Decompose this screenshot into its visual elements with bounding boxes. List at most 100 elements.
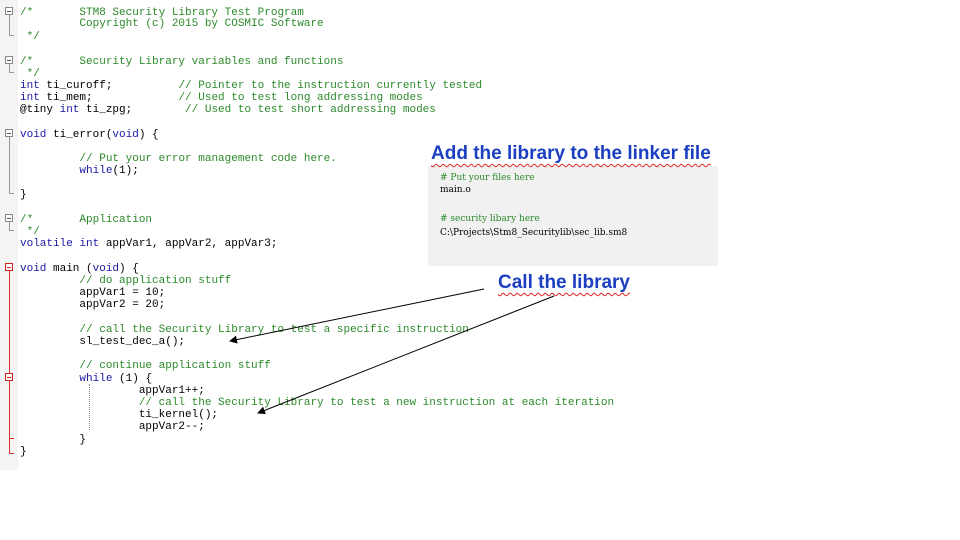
annotation-linker-title: Add the library to the linker file — [431, 143, 711, 164]
fold-end — [9, 453, 14, 454]
code-token: main ( — [46, 263, 93, 275]
code-line[interactable]: Copyright (c) 2015 by COSMIC Software — [20, 18, 324, 30]
code-comment: // do application stuff — [79, 275, 232, 287]
code-line[interactable]: // do application stuff — [20, 275, 231, 287]
code-token: ti_zpg; — [79, 104, 186, 116]
fold-line — [9, 15, 10, 35]
code-line[interactable]: ti_kernel(); — [20, 409, 218, 421]
code-line[interactable]: int ti_mem; // Used to test long address… — [20, 92, 423, 104]
code-line[interactable]: /* Application — [20, 214, 152, 226]
code-token: ti_curoff; — [39, 80, 179, 92]
code-line[interactable]: while(1); — [20, 165, 139, 177]
code-token: appVar2--; — [20, 421, 205, 433]
code-line[interactable]: } — [20, 434, 86, 446]
code-keyword: volatile int — [20, 238, 100, 250]
fold-end — [9, 438, 14, 439]
linker-comment: # security libary here — [440, 214, 540, 224]
code-comment: // call the Security Library to test a s… — [79, 324, 469, 336]
linker-entry: main.o — [440, 185, 471, 195]
code-token: (1) { — [112, 373, 153, 385]
fold-line — [9, 271, 10, 453]
code-keyword: int — [20, 80, 40, 92]
code-line[interactable]: volatile int appVar1, appVar2, appVar3; — [20, 238, 277, 250]
code-comment: // call the Security Library to test a n… — [138, 397, 615, 409]
code-comment: /* Security Library variables and functi… — [20, 56, 344, 68]
code-line[interactable]: void ti_error(void) { — [20, 129, 159, 141]
code-line[interactable]: int ti_curoff; // Pointer to the instruc… — [20, 80, 482, 92]
code-token: ti_error( — [46, 129, 113, 141]
code-line[interactable]: */ — [20, 68, 40, 80]
code-line[interactable]: // Put your error management code here. — [20, 153, 337, 165]
fold-toggle-icon[interactable] — [5, 263, 13, 271]
code-line[interactable]: } — [20, 446, 27, 458]
code-line[interactable]: */ — [20, 31, 40, 43]
code-line[interactable]: */ — [20, 226, 40, 238]
code-token: ) { — [119, 263, 139, 275]
fold-line — [9, 64, 10, 72]
code-line[interactable]: while (1) { — [20, 373, 152, 385]
code-comment: */ — [20, 226, 40, 238]
code-keyword: void — [20, 129, 47, 141]
code-line[interactable]: void main (void) { — [20, 263, 139, 275]
fold-end — [9, 193, 14, 194]
code-token: } — [20, 189, 27, 201]
fold-toggle-icon[interactable] — [5, 373, 13, 381]
code-line[interactable]: appVar1++; — [20, 385, 205, 397]
code-token: appVar2 = 20; — [20, 299, 166, 311]
linker-file-panel: # Put your files here main.o # security … — [428, 166, 718, 266]
code-comment: */ — [20, 68, 40, 80]
code-comment: /* Application — [20, 214, 153, 226]
code-token: (1); — [112, 165, 139, 177]
code-line[interactable]: // call the Security Library to test a n… — [20, 397, 614, 409]
fold-gutter — [0, 0, 18, 470]
linker-comment: # Put your files here — [440, 173, 535, 183]
code-comment: // Used to test short addressing modes — [185, 104, 436, 116]
code-token: } — [20, 434, 87, 446]
linker-entry: C:\Projects\Stm8_Securitylib\sec_lib.sm8 — [440, 228, 628, 238]
indent-guide — [89, 384, 90, 430]
code-comment: // Pointer to the instruction currently … — [178, 80, 483, 92]
code-line[interactable]: @tiny int ti_zpg; // Used to test short … — [20, 104, 436, 116]
code-token: appVar1, appVar2, appVar3; — [99, 238, 278, 250]
code-line[interactable]: } — [20, 189, 27, 201]
code-line[interactable]: /* STM8 Security Library Test Program — [20, 7, 304, 19]
code-keyword: void — [112, 129, 139, 141]
code-line[interactable]: // continue application stuff — [20, 360, 271, 372]
code-editor[interactable]: /* STM8 Security Library Test Program Co… — [0, 0, 900, 470]
fold-toggle-icon[interactable] — [5, 129, 13, 137]
code-comment: // continue application stuff — [79, 360, 271, 372]
fold-end — [9, 72, 14, 73]
fold-line — [9, 222, 10, 230]
code-comment: Copyright (c) 2015 by COSMIC Software — [20, 18, 324, 30]
code-line[interactable]: appVar2--; — [20, 421, 205, 433]
code-token: ) { — [138, 129, 159, 141]
code-comment: // Put your error management code here. — [79, 153, 337, 165]
code-line[interactable]: appVar2 = 20; — [20, 299, 165, 311]
code-keyword: while — [79, 165, 113, 177]
code-token: ti_kernel(); — [20, 409, 219, 421]
code-line[interactable]: // call the Security Library to test a s… — [20, 324, 469, 336]
code-keyword: int — [59, 104, 80, 116]
fold-toggle-icon[interactable] — [5, 7, 13, 15]
fold-toggle-icon[interactable] — [5, 214, 13, 222]
arrow-to-sl-test — [229, 288, 485, 344]
code-token: appVar1++; — [20, 385, 205, 397]
code-comment: */ — [20, 31, 40, 43]
code-keyword: while — [79, 373, 113, 385]
code-comment: // Used to test long addressing modes — [178, 92, 423, 104]
code-keyword: void — [92, 263, 120, 275]
fold-toggle-icon[interactable] — [5, 56, 13, 64]
arrow-to-ti-kernel — [257, 295, 555, 415]
code-line[interactable]: appVar1 = 10; — [20, 287, 165, 299]
code-line[interactable]: sl_test_dec_a(); — [20, 336, 185, 348]
code-token: sl_test_dec_a(); — [20, 336, 186, 348]
code-line[interactable]: /* Security Library variables and functi… — [20, 56, 343, 68]
code-token: ti_mem; — [39, 92, 179, 104]
annotation-call-title: Call the library — [498, 272, 630, 293]
code-keyword: void — [20, 263, 47, 275]
fold-line — [9, 137, 10, 193]
fold-end — [9, 35, 14, 36]
fold-end — [9, 230, 14, 231]
code-comment: /* STM8 Security Library Test Program — [20, 7, 304, 19]
